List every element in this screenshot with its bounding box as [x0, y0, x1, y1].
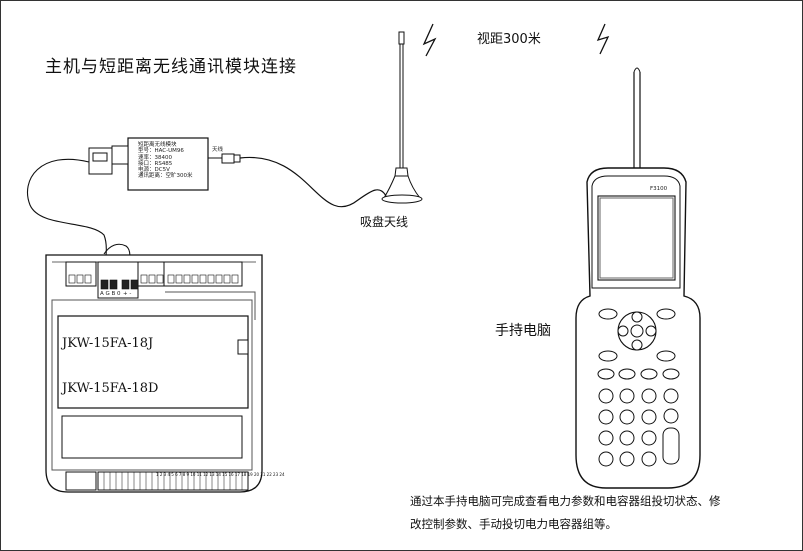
module-distance: 通讯距离：空旷300米: [138, 173, 193, 180]
controller-unit: [45, 254, 263, 493]
controller-model-bottom: JKW-15FA-18D: [62, 381, 159, 396]
antenna-label: 吸盘天线: [360, 215, 409, 229]
module-name: 短距离无线模块: [138, 142, 177, 148]
handheld-label: 手持电脑: [495, 323, 551, 339]
rs485-cable-a: [26, 158, 107, 271]
suction-antenna: [381, 31, 423, 204]
terminal-label-right: + -: [123, 291, 132, 297]
module-power: 电源：DC5V: [138, 167, 170, 174]
module-baud: 速率：38400: [138, 154, 172, 161]
range-label: 视距300米: [477, 32, 541, 47]
controller-model-top: JKW-15FA-18J: [62, 336, 154, 351]
terminal-label-left: A G B 0: [100, 291, 121, 297]
module-label-block: 短距离无线模块 型号：HAC-UM96 速率：38400 接口：RS485 电源…: [138, 142, 193, 180]
signal-bolt-right-icon: [596, 23, 610, 55]
description-line-2: 改控制参数、手动投切电力电容器组等。: [410, 517, 617, 531]
bottom-terminal-numbers: 1 2 3 4 5 6 7 8 9 10 11 12 13 14 15 16 1…: [156, 472, 285, 477]
device-brand: F3100: [650, 186, 668, 192]
page-title: 主机与短距离无线通讯模块连接: [45, 57, 297, 77]
module-interface: 接口：RS485: [138, 160, 173, 167]
handheld-terminal: [575, 67, 701, 489]
description-line-1: 通过本手持电脑可完成查看电力参数和电容器组投切状态、修: [410, 494, 721, 508]
module-model: 型号：HAC-UM96: [138, 148, 184, 155]
antenna-port-label: 天线: [212, 147, 224, 153]
wireless-module: [88, 137, 241, 191]
signal-bolt-left-icon: [422, 23, 437, 57]
antenna-cable: [239, 156, 387, 208]
